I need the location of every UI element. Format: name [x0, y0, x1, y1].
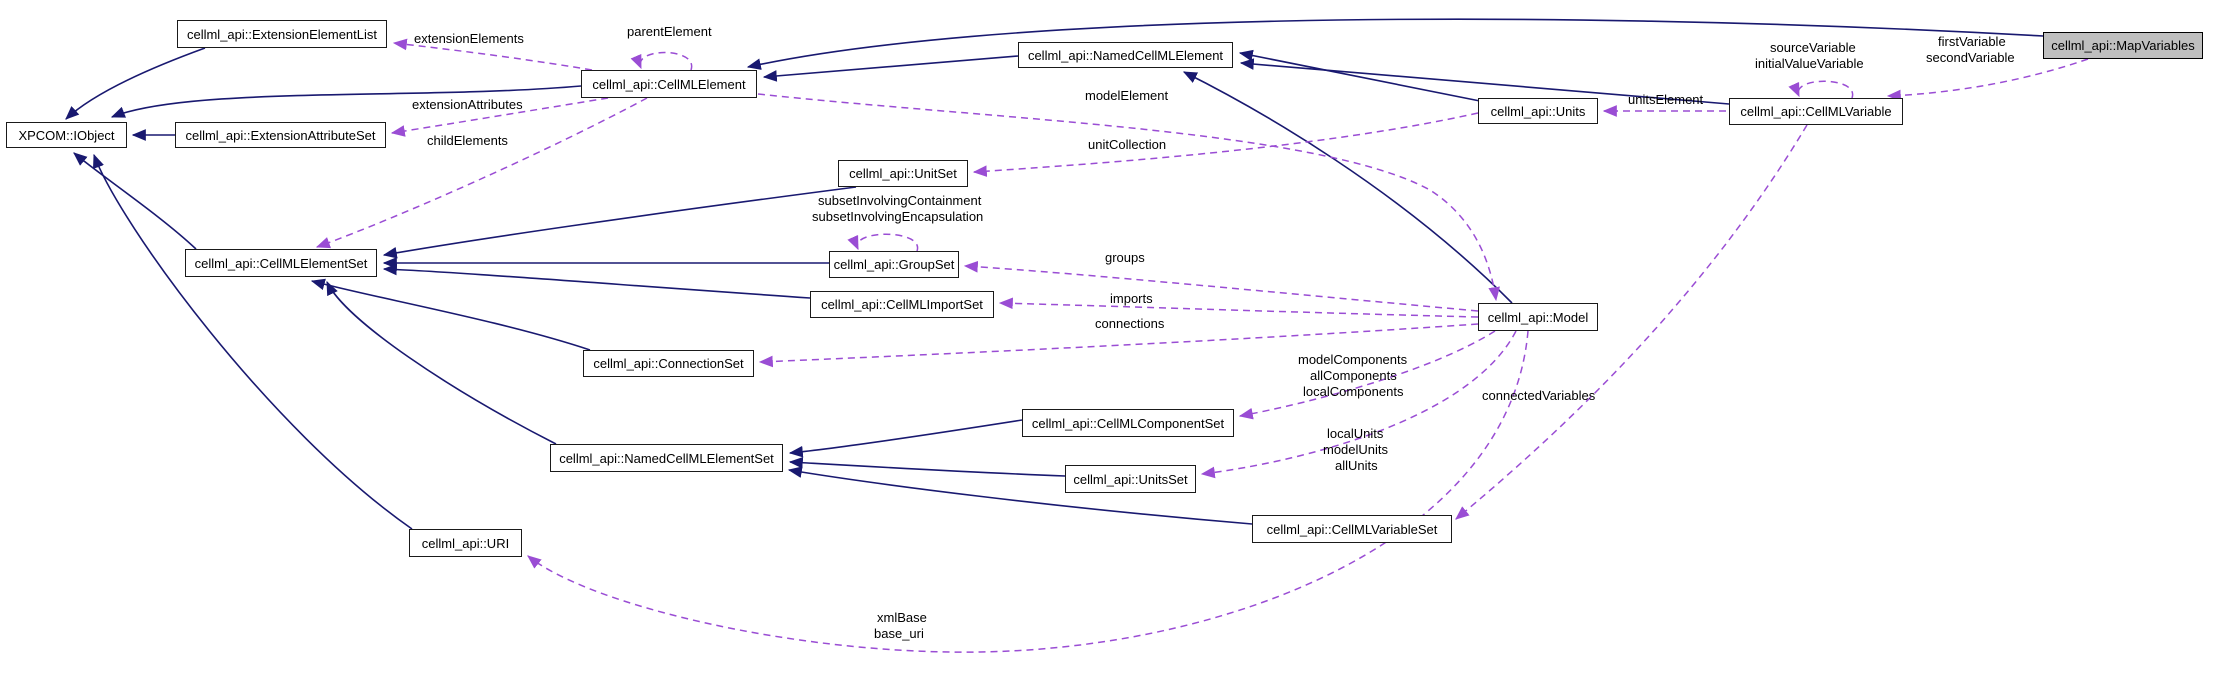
- node-map-variables[interactable]: cellml_api::MapVariables: [2043, 32, 2203, 59]
- node-named-cellml-element-set[interactable]: cellml_api::NamedCellMLElementSet: [550, 444, 783, 472]
- edge-label-extension-attributes: extensionAttributes: [412, 97, 523, 112]
- edge-label-source-variable: sourceVariable: [1770, 40, 1856, 55]
- edge-label-groups: groups: [1105, 250, 1145, 265]
- edge-label-subset-involving-encapsulation: subsetInvolvingEncapsulation: [812, 209, 984, 224]
- node-cellml-element-set[interactable]: cellml_api::CellMLElementSet: [185, 249, 377, 277]
- edge-label-all-components: allComponents: [1310, 368, 1397, 383]
- edge-label-child-elements: childElements: [427, 133, 508, 148]
- edge-label-imports: imports: [1110, 291, 1153, 306]
- node-cellml-import-set[interactable]: cellml_api::CellMLImportSet: [810, 291, 994, 318]
- edge-label-model-units: modelUnits: [1323, 442, 1389, 457]
- node-units[interactable]: cellml_api::Units: [1478, 98, 1598, 124]
- edge-label-model-components: modelComponents: [1298, 352, 1408, 367]
- node-model[interactable]: cellml_api::Model: [1478, 303, 1598, 331]
- node-extension-element-list[interactable]: cellml_api::ExtensionElementList: [177, 20, 387, 48]
- node-cellml-variable-set[interactable]: cellml_api::CellMLVariableSet: [1252, 515, 1452, 543]
- node-cellml-variable[interactable]: cellml_api::CellMLVariable: [1729, 98, 1903, 125]
- edge-label-parent-element: parentElement: [627, 24, 712, 39]
- node-extension-attribute-set[interactable]: cellml_api::ExtensionAttributeSet: [175, 122, 386, 148]
- edge-label-base-uri: base_uri: [874, 626, 924, 641]
- node-connection-set[interactable]: cellml_api::ConnectionSet: [583, 350, 754, 377]
- edge-label-units-element: unitsElement: [1628, 92, 1704, 107]
- edge-label-connected-variables: connectedVariables: [1482, 388, 1596, 403]
- inheritance-edges: [65, 18, 2044, 530]
- edge-label-all-units: allUnits: [1335, 458, 1378, 473]
- edge-label-unit-collection: unitCollection: [1088, 137, 1167, 152]
- node-xpcom-iobject[interactable]: XPCOM::IObject: [6, 122, 127, 148]
- edge-label-extension-elements: extensionElements: [414, 31, 524, 46]
- edge-label-model-element: modelElement: [1085, 88, 1169, 103]
- node-uri[interactable]: cellml_api::URI: [409, 529, 522, 557]
- node-cellml-element[interactable]: cellml_api::CellMLElement: [581, 70, 757, 98]
- node-named-cellml-element[interactable]: cellml_api::NamedCellMLElement: [1018, 42, 1233, 68]
- usage-edges: [315, 38, 2089, 653]
- edge-label-connections: connections: [1095, 316, 1165, 331]
- node-cellml-component-set[interactable]: cellml_api::CellMLComponentSet: [1022, 409, 1234, 437]
- edge-label-subset-involving-containment: subsetInvolvingContainment: [818, 193, 982, 208]
- node-unit-set[interactable]: cellml_api::UnitSet: [838, 160, 968, 187]
- edge-label-local-components: localComponents: [1303, 384, 1404, 399]
- node-units-set[interactable]: cellml_api::UnitsSet: [1065, 465, 1196, 493]
- edge-label-local-units: localUnits: [1327, 426, 1384, 441]
- edge-label-initial-value-variable: initialValueVariable: [1755, 56, 1864, 71]
- edge-label-second-variable: secondVariable: [1926, 50, 2015, 65]
- edge-label-first-variable: firstVariable: [1938, 34, 2006, 49]
- node-group-set[interactable]: cellml_api::GroupSet: [829, 251, 959, 278]
- edge-label-xml-base: xmlBase: [877, 610, 927, 625]
